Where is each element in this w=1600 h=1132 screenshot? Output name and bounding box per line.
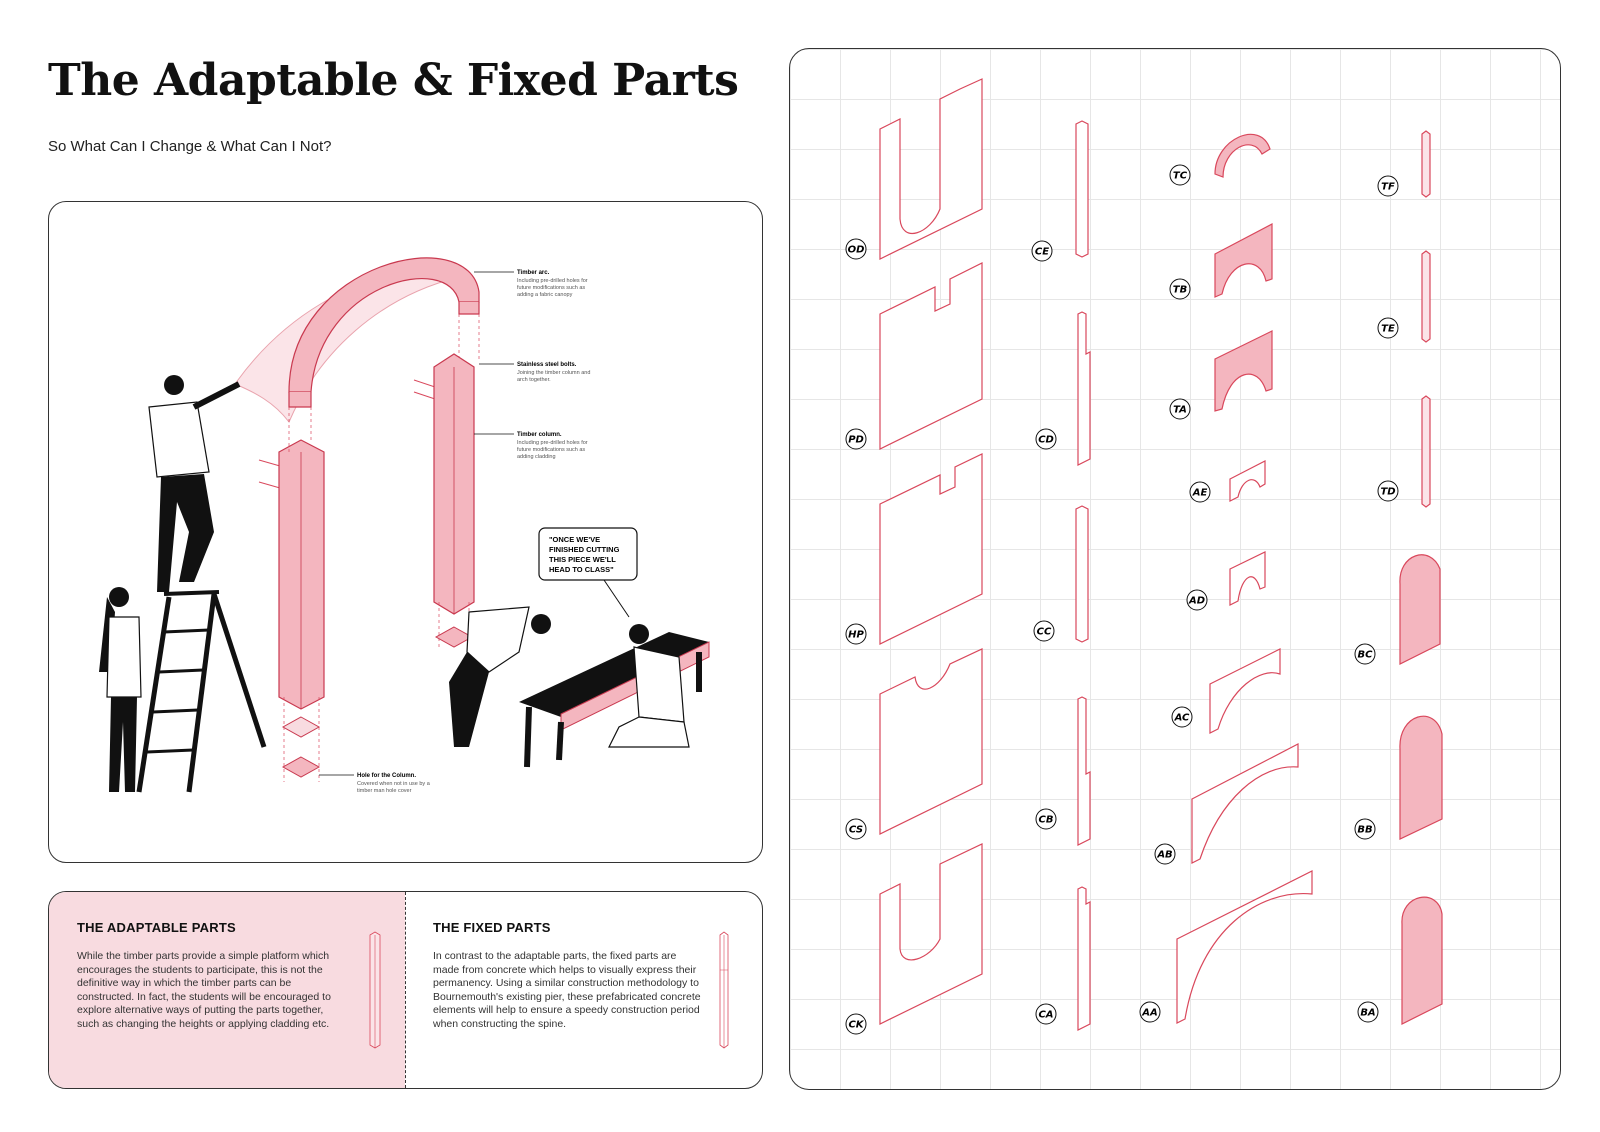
- section-divider: [405, 892, 406, 1088]
- part-label: AE: [1192, 488, 1208, 499]
- info-panel: THE ADAPTABLE PARTS While the timber par…: [48, 891, 763, 1089]
- annotation-line: adding a fabric canopy: [517, 292, 573, 298]
- part-label: CC: [1037, 627, 1052, 638]
- timber-arch: [288, 257, 480, 408]
- part-label: AA: [1141, 1008, 1157, 1019]
- annotation-line: adding cladding: [517, 454, 556, 460]
- assembly-illustration: "ONCE WE'VE FINISHED CUTTING THIS PIECE …: [99, 257, 710, 794]
- annotation-line: timber man hole cover: [357, 788, 412, 794]
- part-label: BC: [1358, 650, 1374, 661]
- annotation-title: Hole for the Column.: [357, 773, 416, 779]
- part-HP: [879, 453, 983, 645]
- adaptable-body: While the timber parts provide a simple …: [77, 950, 331, 1030]
- parts-catalogue-panel: OD PD HP CS CK CE CD CC CB CA TC TB TA A…: [789, 48, 1561, 1090]
- timber-column-right: [433, 353, 475, 615]
- part-label: CA: [1038, 1010, 1053, 1021]
- timber-column-left: [278, 439, 325, 710]
- part-CS: [879, 648, 983, 835]
- bubble-line: FINISHED CUTTING: [549, 545, 620, 554]
- part-label: CE: [1035, 247, 1049, 258]
- part-label: CD: [1038, 435, 1054, 446]
- annotation-line: future modifications such as: [517, 285, 585, 291]
- annotation-line: Including pre-drilled holes for: [517, 440, 588, 446]
- part-label: AB: [1156, 850, 1172, 861]
- part-CE: [1075, 120, 1089, 258]
- part-CD: [1077, 311, 1091, 466]
- worker-kneeling: [608, 624, 690, 748]
- bubble-line: HEAD TO CLASS": [549, 565, 614, 574]
- part-AE: [1229, 460, 1266, 502]
- part-TB: [1214, 223, 1273, 298]
- part-CB: [1077, 696, 1091, 846]
- part-CC: [1075, 505, 1089, 643]
- part-label: BA: [1360, 1008, 1375, 1019]
- concrete-column-icon: [719, 931, 729, 1049]
- annotation-line: future modifications such as: [517, 447, 585, 453]
- annotation-title: Timber arc.: [517, 270, 550, 276]
- fixed-heading: THE FIXED PARTS: [433, 920, 551, 935]
- person-on-ladder: [148, 375, 241, 592]
- bubble-line: THIS PIECE WE'LL: [549, 555, 616, 564]
- part-label: BB: [1357, 825, 1372, 836]
- part-label: TA: [1173, 405, 1187, 416]
- part-AD: [1229, 551, 1266, 606]
- part-label: TB: [1173, 285, 1187, 296]
- part-label: TE: [1381, 324, 1395, 335]
- page-subtitle: So What Can I Change & What Can I Not?: [48, 138, 332, 155]
- part-TE: [1421, 250, 1431, 343]
- illustration-panel: "ONCE WE'VE FINISHED CUTTING THIS PIECE …: [48, 201, 763, 863]
- part-label: TD: [1380, 487, 1395, 498]
- parts-catalogue: OD PD HP CS CK CE CD CC CB CA TC TB TA A…: [845, 78, 1443, 1035]
- part-CK: [879, 843, 983, 1025]
- part-BB: [1399, 715, 1443, 840]
- part-TD: [1421, 395, 1431, 508]
- part-BA: [1401, 896, 1443, 1025]
- part-label: PD: [848, 435, 864, 446]
- annotation-line: Covered when not in use by a: [357, 781, 431, 787]
- page-title: The Adaptable & Fixed Parts: [48, 55, 739, 106]
- adaptable-heading: THE ADAPTABLE PARTS: [77, 920, 236, 935]
- part-AC: [1209, 648, 1281, 734]
- part-label: CK: [848, 1020, 864, 1031]
- part-PD: [879, 262, 983, 450]
- annotation-line: arch together.: [517, 377, 551, 383]
- part-BC: [1399, 554, 1441, 665]
- annotation-title: Timber column.: [517, 432, 562, 438]
- annotation-title: Stainless steel bolts.: [517, 362, 577, 368]
- part-OD: [879, 78, 983, 260]
- part-label: TC: [1173, 171, 1188, 182]
- column-hole-right: [434, 626, 474, 648]
- part-label: AC: [1174, 713, 1190, 724]
- part-label: HP: [848, 630, 864, 641]
- part-label: CS: [849, 825, 863, 836]
- person-standing: [99, 587, 142, 792]
- part-CA: [1077, 886, 1091, 1031]
- part-label: OD: [848, 245, 865, 256]
- timber-column-icon: [369, 931, 381, 1049]
- part-label: CB: [1039, 815, 1054, 826]
- worker-bending: [449, 606, 551, 747]
- part-TC: [1214, 133, 1271, 178]
- adaptable-section: THE ADAPTABLE PARTS While the timber par…: [49, 892, 405, 1088]
- part-AB: [1191, 743, 1299, 864]
- column-hole: [281, 756, 321, 778]
- annotation-line: Joining the timber column and: [517, 370, 590, 376]
- part-TA: [1214, 330, 1273, 412]
- part-label: AD: [1188, 596, 1205, 607]
- hole-cover: [281, 716, 321, 738]
- annotation-line: Including pre-drilled holes for: [517, 278, 588, 284]
- part-label: TF: [1381, 182, 1395, 193]
- fixed-body: In contrast to the adaptable parts, the …: [433, 950, 701, 1030]
- part-AA: [1176, 870, 1313, 1024]
- part-TF: [1421, 130, 1431, 198]
- ladder: [136, 590, 267, 793]
- bubble-line: "ONCE WE'VE: [549, 535, 600, 544]
- speech-bubble: "ONCE WE'VE FINISHED CUTTING THIS PIECE …: [538, 527, 638, 618]
